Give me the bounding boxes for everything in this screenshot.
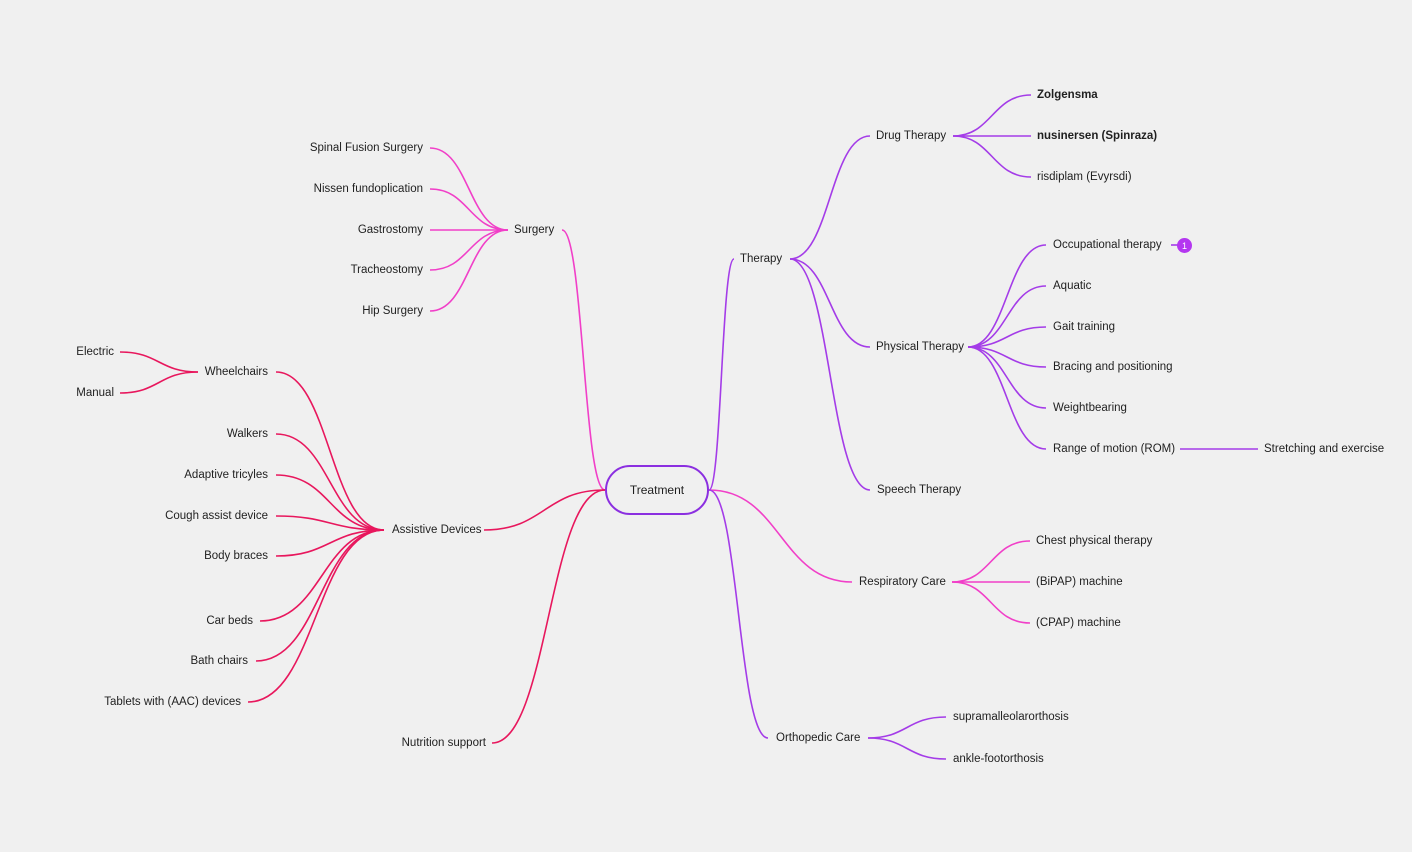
node-drug-therapy[interactable]: Drug Therapy: [876, 130, 947, 142]
edge-wheelchairs-child: [119, 351, 199, 373]
node-tablets-aac-devices[interactable]: Tablets with (AAC) devices: [104, 696, 241, 708]
node-manual[interactable]: Manual: [76, 387, 114, 399]
node-speech-therapy[interactable]: Speech Therapy: [877, 484, 962, 496]
edge-assistive-child: [275, 515, 385, 531]
node-bipap-machine[interactable]: (BiPAP) machine: [1036, 576, 1123, 588]
node-range-of-motion[interactable]: Range of motion (ROM): [1053, 443, 1176, 455]
node-occupational-therapy[interactable]: Occupational therapy: [1053, 239, 1162, 251]
edge-surgery-child: [429, 229, 509, 312]
node-spinal-fusion-surgery[interactable]: Spinal Fusion Surgery: [309, 142, 423, 154]
edge-treatment-therapy: [708, 258, 735, 491]
edge-treatment-surgery: [561, 229, 606, 491]
node-cough-assist-device[interactable]: Cough assist device: [165, 510, 268, 522]
node-chest-physical-therapy[interactable]: Chest physical therapy: [1036, 535, 1153, 547]
node-cpap-machine[interactable]: (CPAP) machine: [1036, 617, 1121, 629]
node-adaptive-tricyles[interactable]: Adaptive tricyles: [184, 469, 268, 481]
edge-assistive-child: [275, 474, 385, 531]
edge-therapy-physical: [789, 258, 871, 348]
edge-respiratory-child: [951, 540, 1031, 583]
node-nissen-fundoplication[interactable]: Nissen fundoplication: [313, 183, 423, 195]
node-bath-chairs[interactable]: Bath chairs: [190, 655, 248, 667]
node-gastrostomy[interactable]: Gastrostomy: [357, 224, 423, 236]
node-hip-surgery[interactable]: Hip Surgery: [362, 305, 423, 317]
node-aquatic[interactable]: Aquatic: [1053, 280, 1092, 292]
edge-physical-child: [967, 326, 1047, 348]
node-supramalleolar-orthosis[interactable]: supramalleolarorthosis: [953, 711, 1069, 723]
edge-surgery-child: [429, 188, 509, 231]
node-bracing-positioning[interactable]: Bracing and positioning: [1053, 361, 1173, 373]
node-body-braces[interactable]: Body braces: [204, 550, 268, 562]
node-respiratory-care[interactable]: Respiratory Care: [859, 576, 946, 588]
edge-surgery-child: [429, 229, 509, 271]
root-node-treatment[interactable]: Treatment: [605, 465, 709, 515]
edge-orthopedic-child: [867, 737, 947, 760]
node-gait-training[interactable]: Gait training: [1053, 321, 1116, 333]
edge-respiratory-child: [951, 581, 1031, 624]
node-zolgensma[interactable]: Zolgensma: [1037, 89, 1098, 101]
root-label: Treatment: [629, 483, 685, 497]
node-ankle-foot-orthosis[interactable]: ankle-footorthosis: [953, 753, 1044, 765]
node-surgery[interactable]: Surgery: [514, 224, 555, 236]
edge-physical-child: [967, 346, 1047, 368]
node-wheelchairs[interactable]: Wheelchairs: [204, 366, 268, 378]
node-electric[interactable]: Electric: [76, 346, 114, 358]
edge-assistive-child: [259, 529, 385, 622]
node-assistive-devices[interactable]: Assistive Devices: [392, 524, 482, 536]
node-orthopedic-care[interactable]: Orthopedic Care: [776, 732, 861, 744]
edge-drug-child: [952, 135, 1032, 178]
edge-assistive-child: [275, 371, 385, 531]
edge-therapy-speech: [789, 258, 871, 491]
edge-wheelchairs-child: [119, 371, 199, 394]
node-nusinersen[interactable]: nusinersen (Spinraza): [1037, 130, 1158, 142]
edge-physical-child: [967, 285, 1047, 348]
edge-physical-child: [967, 346, 1047, 409]
notification-badge[interactable]: 1: [1177, 238, 1192, 253]
node-therapy[interactable]: Therapy: [740, 253, 783, 265]
node-risdiplam[interactable]: risdiplam (Evyrsdi): [1037, 171, 1132, 183]
edge-assistive-child: [255, 529, 385, 662]
edge-treatment-respiratory: [708, 489, 853, 583]
edge-physical-child: [967, 346, 1047, 450]
edge-assistive-child: [275, 529, 385, 557]
edge-therapy-drug: [789, 135, 871, 260]
node-stretching-exercise[interactable]: Stretching and exercise: [1264, 443, 1385, 455]
edge-assistive-child: [275, 433, 385, 531]
edge-orthopedic-child: [867, 716, 947, 739]
node-car-beds[interactable]: Car beds: [206, 615, 253, 627]
node-walkers[interactable]: Walkers: [226, 428, 268, 440]
edge-drug-child: [952, 94, 1032, 137]
node-physical-therapy[interactable]: Physical Therapy: [876, 341, 964, 353]
node-tracheostomy[interactable]: Tracheostomy: [350, 264, 423, 276]
node-nutrition-support[interactable]: Nutrition support: [401, 737, 486, 749]
edge-surgery-child: [429, 147, 509, 231]
edge-treatment-nutrition: [491, 489, 606, 744]
edge-treatment-orthopedic: [708, 489, 769, 739]
edge-physical-child: [967, 244, 1047, 348]
node-weightbearing[interactable]: Weightbearing: [1053, 402, 1127, 414]
edge-assistive-child: [247, 529, 385, 703]
edge-treatment-assistive: [483, 489, 606, 531]
